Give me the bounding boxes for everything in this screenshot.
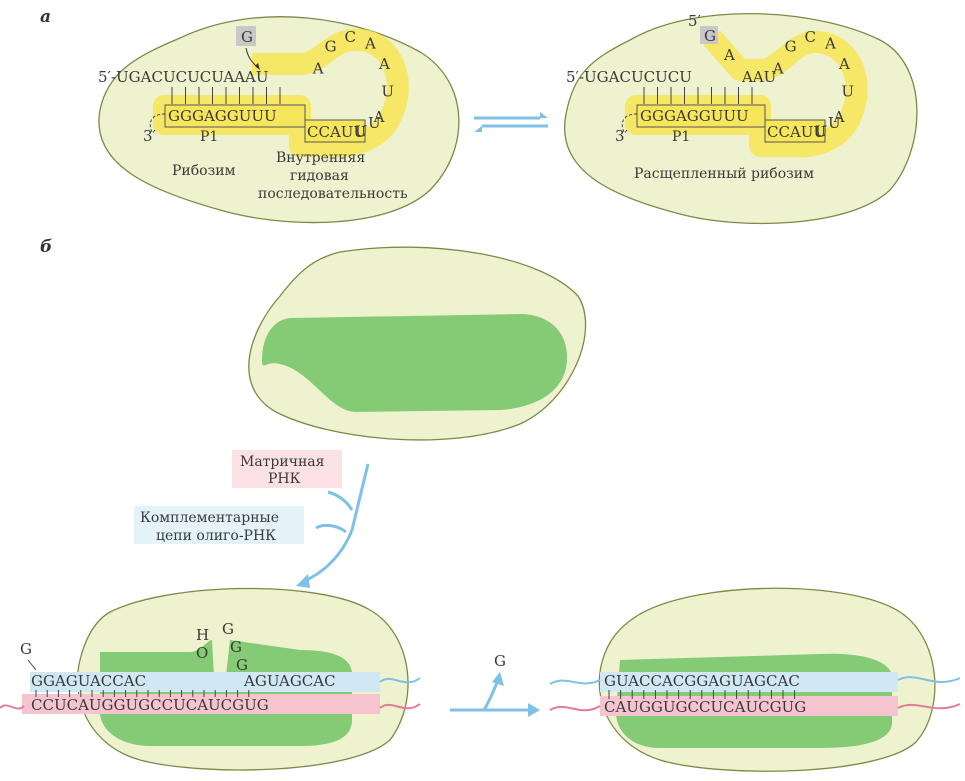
dashed-tail-right [621, 113, 638, 133]
mrna-label-1: Матричная [240, 454, 325, 470]
top-seq-right: GUACCACGGAGUAGCAC [604, 672, 800, 690]
loop-base: A [833, 108, 845, 126]
loop-base: A [378, 55, 390, 73]
loop-base: A [364, 35, 376, 53]
bottom-tail-left: CCAUU [307, 123, 366, 141]
tail-u-left: U [368, 114, 381, 132]
oligo-label-1: Комплементарные [140, 510, 279, 526]
mrna-label-2: РНК [268, 471, 301, 487]
aau-right: AAU [741, 68, 776, 86]
tail-u-right: U [828, 114, 841, 132]
release-g-arrowhead [492, 672, 504, 686]
oligo-bg-right [600, 672, 898, 692]
bottom-strand-left: GGGAGGUUU [168, 107, 277, 125]
p1-box-right [636, 104, 766, 128]
mrna-label-bg [232, 450, 342, 488]
loop-base: G [325, 37, 337, 55]
top-strand-left: 5′-UGACUCUCUAAAU [98, 68, 269, 86]
top-strand-right: 5′-UGACUCUCU [566, 68, 692, 86]
g-top-left: G [20, 640, 32, 658]
g-box-left-label: G [241, 28, 253, 46]
equilibrium-arrows [474, 112, 548, 132]
three-prime-right: 3′ [615, 127, 629, 145]
panel-a-letter: а [40, 7, 51, 27]
g-box-right-label: G [704, 27, 716, 45]
highlight-loop-left [153, 28, 409, 158]
bottom-strand-right: GGGAGGUUU [640, 107, 749, 125]
oligo-label-2: цепи олиго-РНК [156, 528, 276, 544]
gg-3: G [236, 656, 248, 674]
loop-base: A [312, 60, 324, 78]
a-mid-right: A [723, 46, 735, 64]
loop-base: A [772, 60, 784, 78]
loop-base: C [344, 28, 355, 46]
loop-base: A [838, 55, 850, 73]
loop-base: U [355, 122, 368, 140]
dashed-tail-left [149, 113, 166, 133]
loop-base: G [785, 37, 797, 55]
p1-label-left: P1 [200, 129, 218, 145]
p1-box-left [164, 104, 306, 128]
tail-box-left [304, 119, 366, 143]
ribozyme-label: Рибозим [172, 163, 236, 179]
top-right-seq: AGUAGCAC [243, 672, 336, 690]
mrna-wave-left-b [379, 703, 421, 710]
loop-base: U [841, 83, 854, 101]
released-g: G [494, 652, 506, 670]
base-pair-ticks-b-right [608, 690, 796, 699]
tail-box-right [764, 119, 826, 143]
ho-o: O [196, 644, 208, 662]
ho-h: H [196, 626, 209, 644]
oligo-wave-right-a [549, 679, 601, 685]
release-arrow [450, 679, 528, 712]
base-pair-ticks-left [171, 87, 281, 104]
panel-b-letter: б [40, 237, 52, 257]
oligo-label-bg [134, 506, 304, 544]
mrna-wave-left-a [0, 704, 25, 710]
p1-label-right: P1 [672, 129, 690, 145]
mrna-wave-right-b [897, 703, 961, 710]
g-box-right [700, 26, 718, 44]
gg-2: G [230, 638, 242, 656]
oligo-bg-left [30, 672, 380, 692]
loop-base: U [381, 83, 394, 101]
release-arrowhead [528, 703, 540, 717]
igs-label-3: последовательность [258, 186, 408, 202]
highlight-loop-right [625, 30, 868, 158]
ribozyme-shape-top [262, 314, 568, 412]
mrna-bg-left [22, 694, 380, 714]
mrna-wave-right-a [549, 705, 601, 712]
loop-base: A [373, 108, 385, 126]
top-left-seq: GGAGUACCAC [31, 672, 146, 690]
cleavage-arrowhead-left [255, 63, 260, 70]
oligo-wave-right-b [897, 676, 961, 683]
delivery-arrowhead [296, 574, 310, 588]
base-pair-ticks-right [643, 87, 753, 104]
oligo-wave-left [379, 677, 421, 684]
igs-label-1: Внутренняя [276, 150, 365, 166]
mrna-bg-right [600, 696, 898, 716]
cleaved-ribozyme-label: Расщепленный рибозим [634, 166, 814, 182]
gg-1: G [222, 620, 234, 638]
bottom-seq-right: CAUGGUGCCUCAUCGUG [604, 698, 806, 716]
loop-base: C [804, 28, 815, 46]
bottom-seq-left: CCUCAUGGUGCCUCAUCGUG [31, 696, 269, 714]
base-pair-ticks-b-left [35, 690, 250, 697]
g-link-left [27, 659, 37, 671]
loop-base: A [824, 35, 836, 53]
g-box-left [236, 26, 256, 46]
three-prime-left: 3′ [143, 127, 157, 145]
igs-label-2: гидовая [290, 168, 349, 184]
five-prime-right: 5′ [688, 12, 702, 30]
loop-base: U [815, 122, 828, 140]
bottom-tail-right: CCAUU [767, 123, 826, 141]
